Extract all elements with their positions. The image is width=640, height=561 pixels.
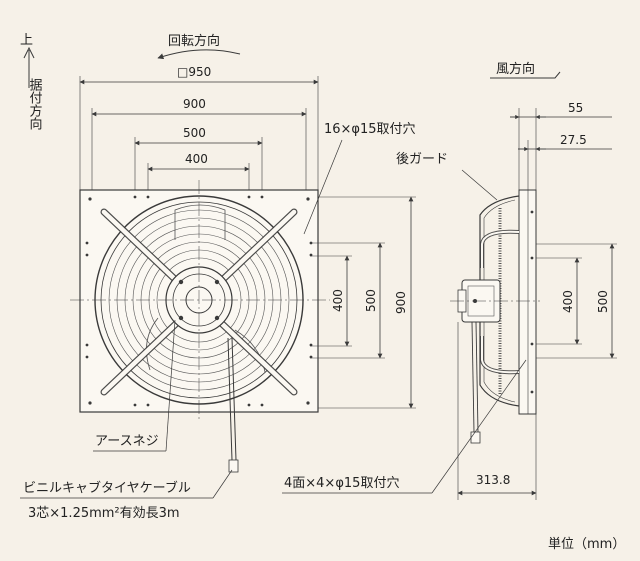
dim-950-label: □950 xyxy=(177,65,211,79)
rotation-arrow xyxy=(157,49,241,60)
wind-arrow xyxy=(490,71,561,79)
holes-16-label: 16×φ15取付穴 xyxy=(324,122,416,137)
dim-900-v-label: 900 xyxy=(394,291,408,314)
up-label: 上 xyxy=(20,33,33,48)
cable-spec-label: 3芯×1.25mm²有効長3m xyxy=(28,506,180,521)
dim-27-5-label: 27.5 xyxy=(560,133,587,147)
up-arrowhead xyxy=(23,46,35,59)
cable-type-label: ビニルキャブタイヤケーブル xyxy=(23,480,191,496)
dim-900-top-label: 900 xyxy=(183,97,206,111)
wind-direction-label: 風方向 xyxy=(496,61,535,77)
dim-313-8-label: 313.8 xyxy=(476,473,510,487)
rear-guard-leader xyxy=(461,169,498,201)
unit-label: 単位（mm） xyxy=(548,536,625,552)
install-direction-label: 据付方向 xyxy=(27,78,43,130)
holes-16-leader xyxy=(303,139,343,235)
dim-400-top-label: 400 xyxy=(185,152,208,166)
cable-leader xyxy=(212,469,233,499)
dim-500-top-label: 500 xyxy=(183,126,206,140)
holes-4x4-leader xyxy=(431,359,527,494)
side-400-label: 400 xyxy=(561,290,575,313)
rotation-direction-label: 回転方向 xyxy=(168,33,220,49)
dim-55-label: 55 xyxy=(568,101,583,115)
dim-500-v-label: 500 xyxy=(364,289,378,312)
ground-screw-label: アースネジ xyxy=(95,434,159,449)
dim-400-v-label: 400 xyxy=(331,289,345,312)
ground-screw-leader xyxy=(165,319,176,452)
fan-side-view xyxy=(450,189,540,444)
holes-4x4-label: 4面×4×φ15取付穴 xyxy=(284,476,399,491)
fan-front-view xyxy=(70,180,330,473)
rear-guard-label: 後ガード xyxy=(396,152,448,167)
side-500-label: 500 xyxy=(596,290,610,313)
